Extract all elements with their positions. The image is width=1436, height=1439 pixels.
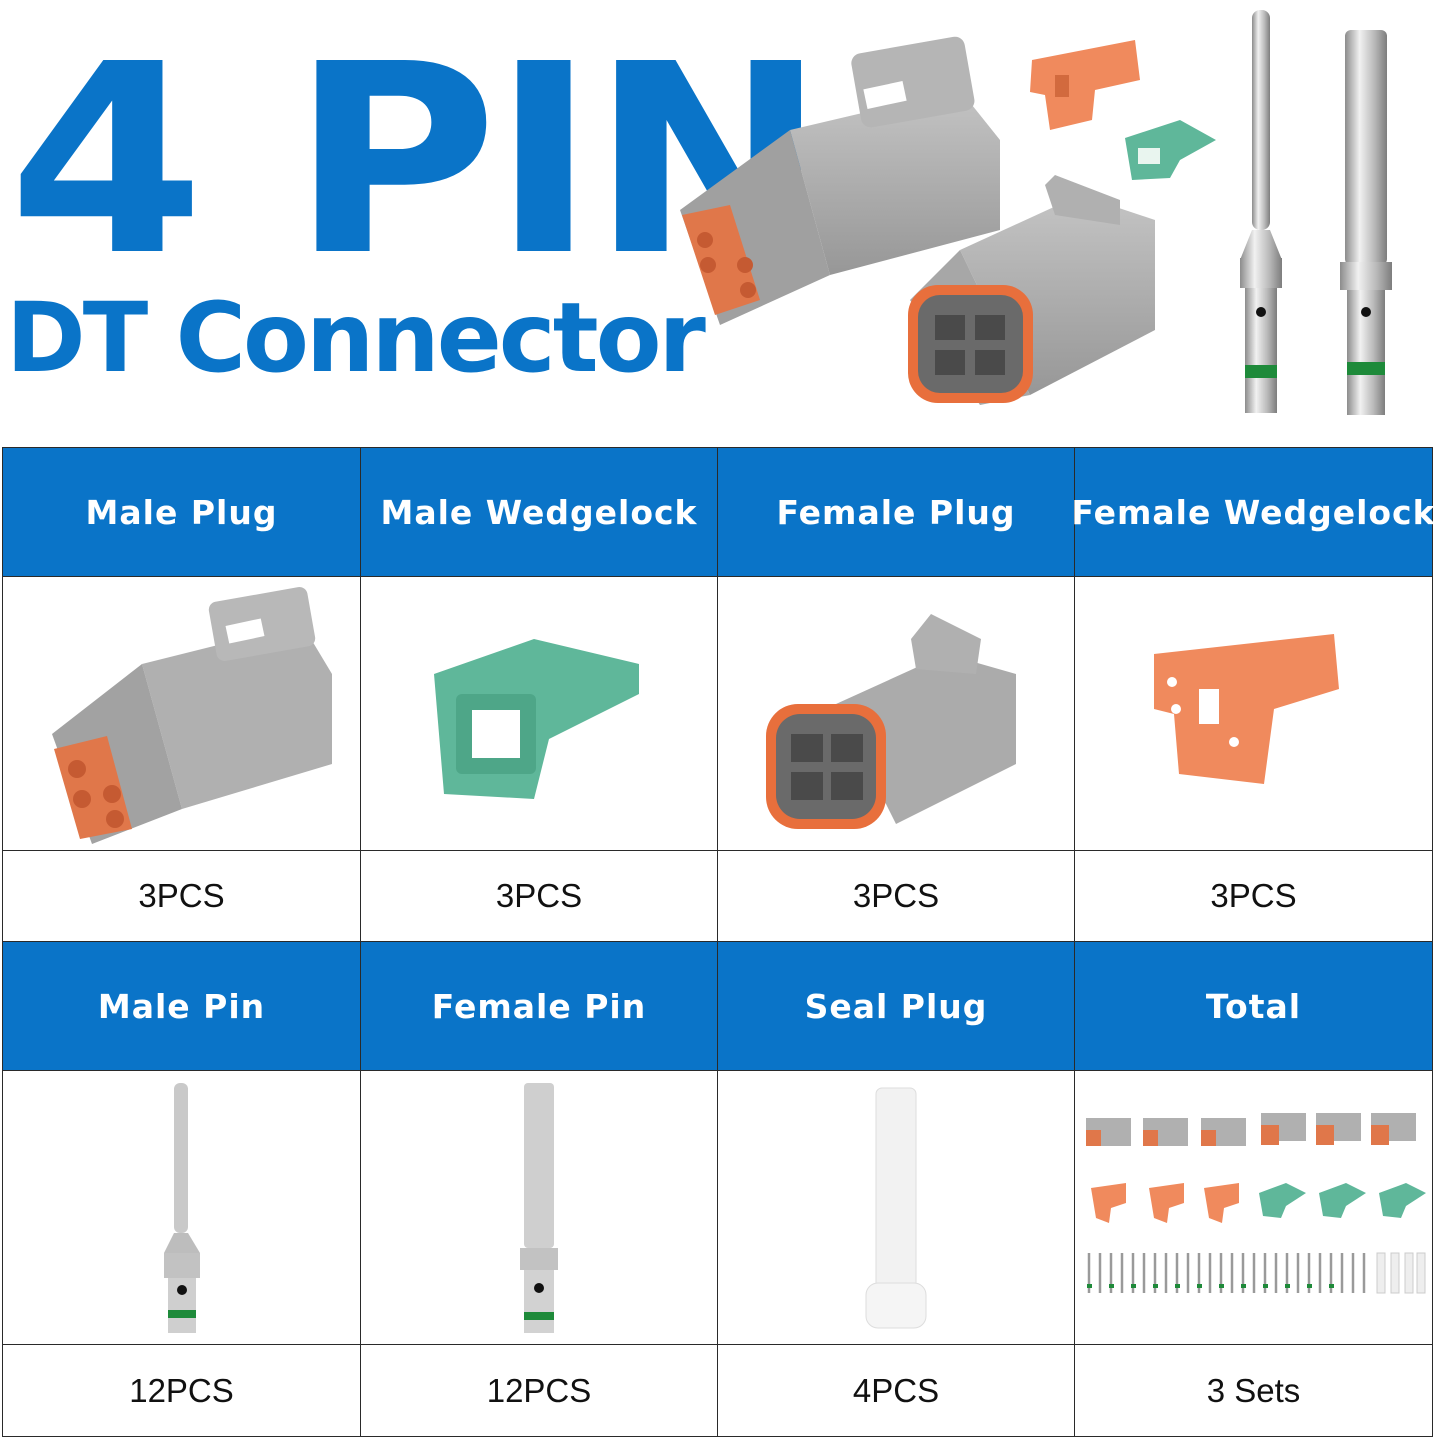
hero-female-pin: [1340, 30, 1392, 415]
qty-total: 3 Sets: [1075, 1345, 1432, 1436]
male-plug-icon: [51, 586, 332, 844]
female-pin-image: [361, 1071, 718, 1345]
male-wedgelock-icon: [434, 638, 639, 799]
male-pin-icon: [163, 1082, 200, 1333]
hero-male-pin: [1240, 10, 1282, 413]
qty-male-plug: 3PCS: [3, 851, 361, 942]
hero-female-wedgelock: [1030, 40, 1140, 130]
seal-plug-icon: [865, 1087, 927, 1328]
parts-table: Male Plug Male Wedgelock Female Plug Fem…: [2, 447, 1435, 1437]
header-seal-plug: Seal Plug: [718, 942, 1075, 1071]
male-wedgelock-image: [361, 577, 718, 851]
female-wedgelock-image: [1075, 577, 1432, 851]
header-total: Total: [1075, 942, 1432, 1071]
header-male-pin: Male Pin: [3, 942, 361, 1071]
header-female-pin: Female Pin: [361, 942, 718, 1071]
kit-contents-icon: [1086, 1112, 1426, 1293]
female-wedgelock-icon: [1153, 633, 1339, 784]
hero-male-plug: [680, 36, 1000, 325]
qty-female-wedgelock: 3PCS: [1075, 851, 1432, 942]
male-pin-image: [3, 1071, 361, 1345]
qty-male-wedgelock: 3PCS: [361, 851, 718, 942]
page-subtitle: DT Connector: [6, 282, 706, 394]
header-female-plug: Female Plug: [718, 448, 1075, 577]
female-plug-image: [718, 577, 1075, 851]
qty-male-pin: 12PCS: [3, 1345, 361, 1436]
header-male-plug: Male Plug: [3, 448, 361, 577]
hero-male-wedgelock: [1125, 120, 1216, 180]
kit-contents-image: [1075, 1071, 1432, 1345]
qty-female-plug: 3PCS: [718, 851, 1075, 942]
qty-seal-plug: 4PCS: [718, 1345, 1075, 1436]
header-male-wedgelock: Male Wedgelock: [361, 448, 718, 577]
hero-female-plug: [908, 175, 1155, 405]
hero-product-illustration: [680, 10, 1392, 415]
qty-female-pin: 12PCS: [361, 1345, 718, 1436]
female-pin-icon: [520, 1082, 558, 1333]
header-female-wedgelock: Female Wedgelock: [1071, 448, 1435, 577]
page-title: 4 PIN: [8, 8, 827, 313]
male-plug-image: [3, 577, 361, 851]
female-plug-icon: [766, 613, 1016, 829]
seal-plug-image: [718, 1071, 1075, 1345]
